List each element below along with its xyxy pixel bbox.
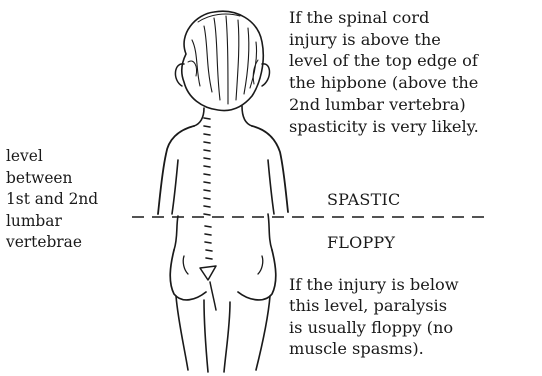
spastic-zone-label: SPASTIC xyxy=(327,190,400,209)
note-below-line: is usually floppy (no xyxy=(289,317,459,338)
note-below-line: If the injury is below xyxy=(289,274,459,295)
floppy-zone-label: FLOPPY xyxy=(327,233,395,252)
level-label-line: level xyxy=(6,146,98,168)
right-hip-crease xyxy=(258,256,263,274)
right-inner-arm xyxy=(268,160,274,214)
note-above-level: If the spinal cord injury is above the l… xyxy=(289,7,479,137)
right-hip xyxy=(238,250,276,300)
note-below-line: muscle spasms). xyxy=(289,338,459,359)
left-leg xyxy=(176,296,208,372)
vertebra-level-label: level between 1st and 2nd lumbar vertebr… xyxy=(6,146,98,254)
left-hip xyxy=(170,250,206,300)
note-above-line: If the spinal cord xyxy=(289,7,479,29)
left-shoulder-arm xyxy=(158,126,194,214)
head-hair xyxy=(182,11,263,110)
note-above-line: 2nd lumbar vertebra) xyxy=(289,94,479,116)
note-above-line: the hipbone (above the xyxy=(289,72,479,94)
note-above-line: spasticity is very likely. xyxy=(289,116,479,138)
spine-dots xyxy=(204,118,212,259)
note-above-line: injury is above the xyxy=(289,29,479,51)
right-torso-side xyxy=(268,214,272,250)
note-below-level: If the injury is below this level, paral… xyxy=(289,274,459,359)
level-label-line: lumbar xyxy=(6,211,98,233)
left-inner-arm xyxy=(172,160,178,214)
sacrum-mark xyxy=(200,266,216,280)
level-label-line: between xyxy=(6,168,98,190)
gluteal-cleft xyxy=(210,282,216,310)
left-torso-side xyxy=(174,216,178,250)
level-label-line: 1st and 2nd xyxy=(6,189,98,211)
neck xyxy=(194,106,252,126)
right-shoulder-arm xyxy=(252,126,288,212)
level-label-line: vertebrae xyxy=(6,232,98,254)
note-above-line: level of the top edge of xyxy=(289,50,479,72)
right-leg xyxy=(224,296,270,372)
left-hip-crease xyxy=(183,256,188,274)
note-below-line: this level, paralysis xyxy=(289,295,459,316)
